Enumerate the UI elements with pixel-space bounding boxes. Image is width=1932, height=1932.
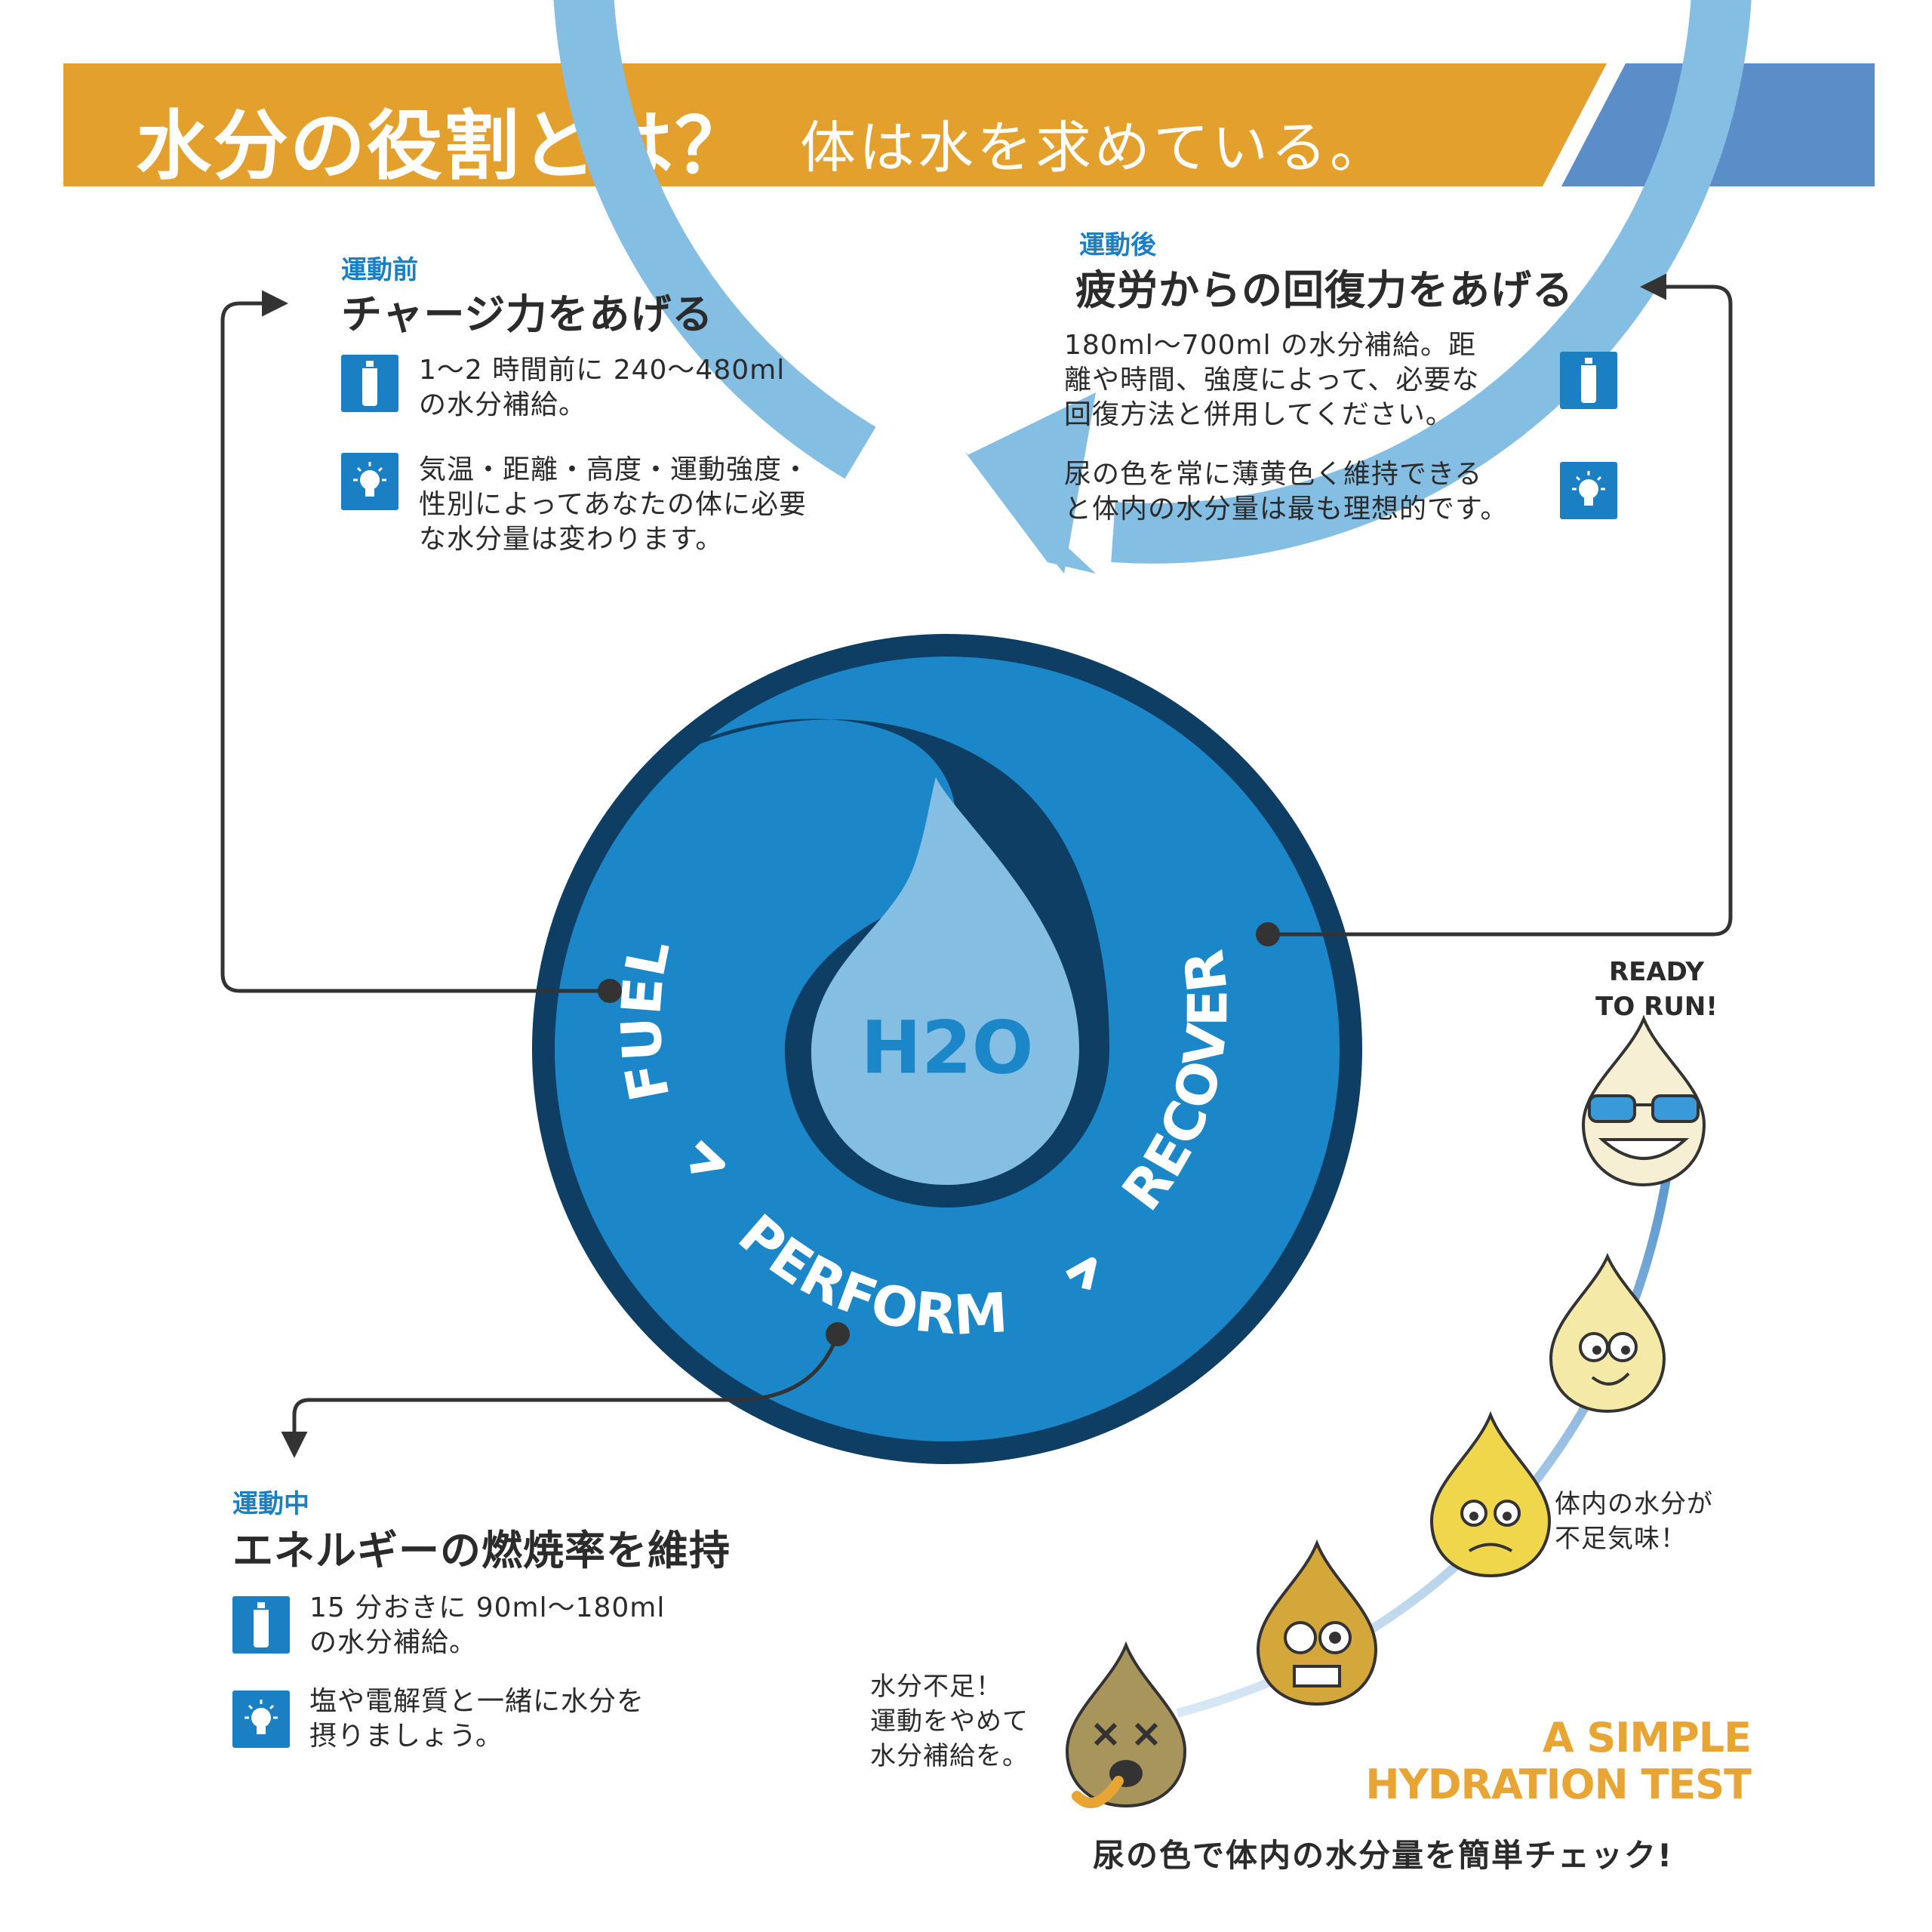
after-item-note: 尿の色を常に薄黄色く維持できる と体内の水分量は最も理想的です。 xyxy=(1064,459,1509,525)
fuel-label: FUEL xyxy=(609,935,682,1106)
bottle-icon xyxy=(1560,352,1617,409)
h2o-label: H2O xyxy=(861,1005,1034,1090)
bottle-icon xyxy=(232,1596,290,1654)
lightbulb-icon xyxy=(1560,462,1617,519)
drop-face-ready xyxy=(1581,1014,1706,1187)
bottle-icon xyxy=(341,355,398,412)
heading-during: エネルギーの燃焼率を維持 xyxy=(232,1527,731,1574)
hydration-test-subtitle: 尿の色で体内の水分量を簡単チェック! xyxy=(1093,1837,1674,1874)
connector-before xyxy=(220,290,610,993)
lightbulb-icon xyxy=(232,1690,290,1748)
phase-during: 運動中 xyxy=(232,1489,309,1519)
hydration-test-title: A SIMPLE HYDRATION TEST xyxy=(1365,1714,1752,1808)
cycle-ring xyxy=(553,0,1752,564)
chevron-icon xyxy=(1066,1257,1097,1291)
chevron-icon xyxy=(690,1140,725,1174)
connector-after xyxy=(1268,273,1733,937)
low-hydration-label: 体内の水分が 不足気味！ xyxy=(1555,1489,1713,1554)
phase-after: 運動後 xyxy=(1079,230,1156,260)
title-banner xyxy=(63,63,1875,186)
before-item-amount: 1〜2 時間前に 240〜480ml の水分補給。 xyxy=(419,355,786,420)
during-item-amount: 15 分おきに 90ml〜180ml の水分補給。 xyxy=(309,1592,666,1658)
heading-after: 疲労からの回復力をあげる xyxy=(1075,266,1574,314)
after-item-amount: 180ml〜700ml の水分補給。距 離や時間、強度によって、必要な 回復方法… xyxy=(1064,330,1480,430)
lightbulb-icon xyxy=(341,453,398,510)
water-drop xyxy=(811,777,1079,1185)
ready-to-run-label: READY TO RUN! xyxy=(1595,957,1718,1022)
banner-subtitle: 体は水を求めている。 xyxy=(800,115,1389,180)
during-item-note: 塩や電解質と一緒に水分を 摂りましょう。 xyxy=(309,1686,645,1752)
drop-face-low xyxy=(1429,1411,1552,1578)
before-item-note: 気温・距離・高度・運動強度・ 性別によってあなたの体に必要 な水分量は変わります… xyxy=(419,454,811,555)
connector-during xyxy=(281,1334,840,1458)
dehydrated-label: 水分不足！ 運動をやめて 水分補給を。 xyxy=(870,1672,1029,1771)
drop-face-worse xyxy=(1256,1539,1378,1706)
heading-before: チャージ力をあげる xyxy=(341,291,714,338)
drop-face-dehydrated xyxy=(1065,1641,1187,1808)
drop-face-good xyxy=(1549,1253,1666,1414)
phase-before: 運動前 xyxy=(341,255,418,285)
